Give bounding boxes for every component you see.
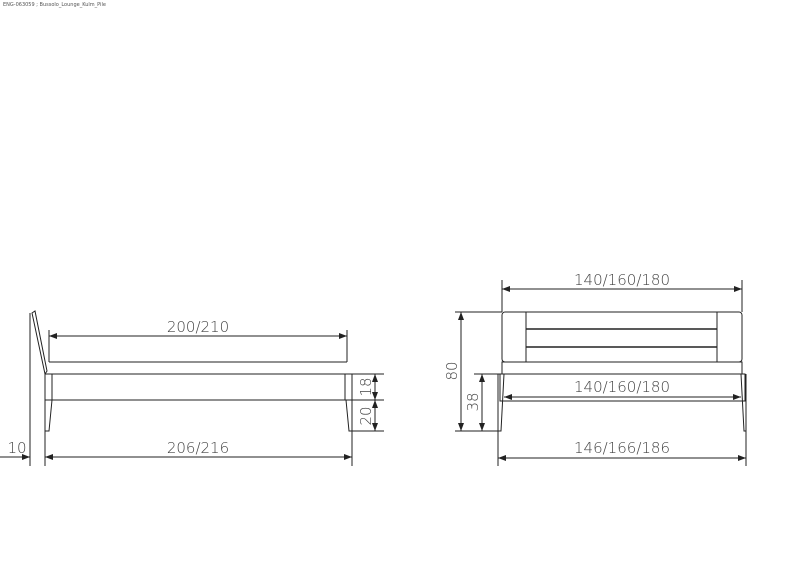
drawing-caption: ENG-063059 ; Bussolo_Lounge_Kulm_Pile [3, 2, 106, 8]
leg-right [740, 373, 747, 432]
dim-overall-width: 146/166/186 [574, 439, 670, 457]
bed-frame [499, 373, 746, 402]
leg-right [345, 399, 353, 432]
front-view: 140/160/180 140/160/180 146/166/186 80 3… [443, 271, 747, 466]
dim-frame-top-height: 38 [464, 392, 482, 411]
dim-inner-width: 140/160/180 [574, 378, 670, 396]
dim-headboard-offset: 10 [7, 439, 26, 457]
leg-left [497, 373, 505, 432]
bed-frame [44, 373, 353, 401]
dim-frame-height: 18 [357, 377, 375, 396]
dim-total-height: 80 [443, 361, 461, 380]
dim-overall-length: 206/216 [167, 439, 229, 457]
side-view: 200/210 206/216 10 18 20 [0, 310, 384, 466]
headboard [501, 311, 743, 363]
dim-mattress-length: 200/210 [167, 318, 229, 336]
dim-leg-height: 20 [357, 406, 375, 425]
dim-headboard-width: 140/160/180 [574, 271, 670, 289]
mattress [501, 361, 743, 375]
leg-left [44, 399, 53, 432]
headboard [31, 310, 48, 376]
